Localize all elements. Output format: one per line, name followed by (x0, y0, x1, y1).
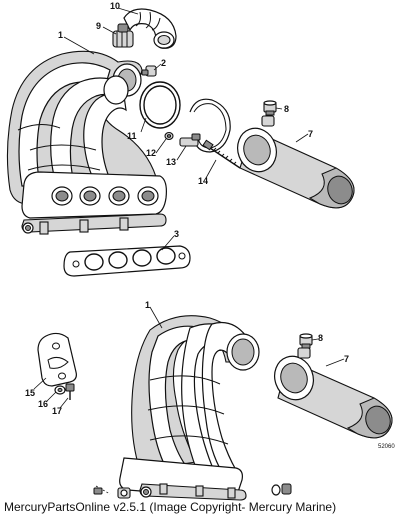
callout-8-top: 8 (284, 104, 289, 114)
copyright-footer: MercuryPartsOnline v2.5.1 (Image Copyrig… (4, 500, 337, 514)
part-8-plug-top[interactable] (263, 100, 277, 116)
part-16-washer[interactable] (54, 385, 66, 395)
part-10-elbow-hose[interactable] (123, 8, 177, 49)
callout-7-top: 7 (308, 129, 313, 139)
leader-lines (33, 7, 345, 409)
part-13-v-band-clamp[interactable] (179, 98, 231, 153)
callout-1-bottom: 1 (145, 300, 150, 310)
callout-3: 3 (174, 229, 179, 239)
part-15-mounting-bracket[interactable] (37, 332, 77, 387)
callout-2: 2 (161, 58, 166, 68)
callout-11: 11 (127, 131, 137, 141)
part-8-plug-bottom[interactable] (299, 333, 313, 349)
callout-labels: 10 9 1 2 11 12 13 14 8 7 3 1 8 7 15 16 1… (25, 1, 395, 450)
callout-15: 15 (25, 388, 35, 398)
part-12-nut[interactable] (164, 131, 174, 141)
part-3-manifold-gasket[interactable] (63, 245, 191, 277)
drawing-code: 52060 (378, 444, 395, 450)
part-1-exhaust-manifold-top[interactable] (6, 50, 167, 235)
callout-7-bottom: 7 (344, 354, 349, 364)
callout-9: 9 (96, 21, 101, 31)
drain-fitting-right[interactable] (271, 483, 292, 496)
callout-10: 10 (110, 1, 120, 11)
part-9-hose-fitting[interactable] (112, 23, 134, 48)
part-14-bolt[interactable] (202, 139, 241, 169)
part-2-fitting[interactable] (141, 65, 157, 77)
part-7-exhaust-tube-top[interactable] (232, 115, 356, 209)
callout-16: 16 (38, 399, 48, 409)
callout-12: 12 (146, 148, 156, 158)
callout-13: 13 (166, 157, 176, 167)
part-11-ring-gasket[interactable] (139, 81, 181, 129)
callout-14: 14 (198, 176, 208, 186)
callout-8-bottom: 8 (318, 333, 323, 343)
part-1-exhaust-manifold-bottom[interactable] (119, 315, 260, 501)
callout-1-top: 1 (58, 30, 63, 40)
callout-17: 17 (52, 406, 62, 416)
drain-fitting-left[interactable] (93, 485, 131, 499)
part-7-exhaust-tube-bottom[interactable] (269, 347, 394, 439)
part-17-bolt[interactable] (65, 383, 75, 400)
